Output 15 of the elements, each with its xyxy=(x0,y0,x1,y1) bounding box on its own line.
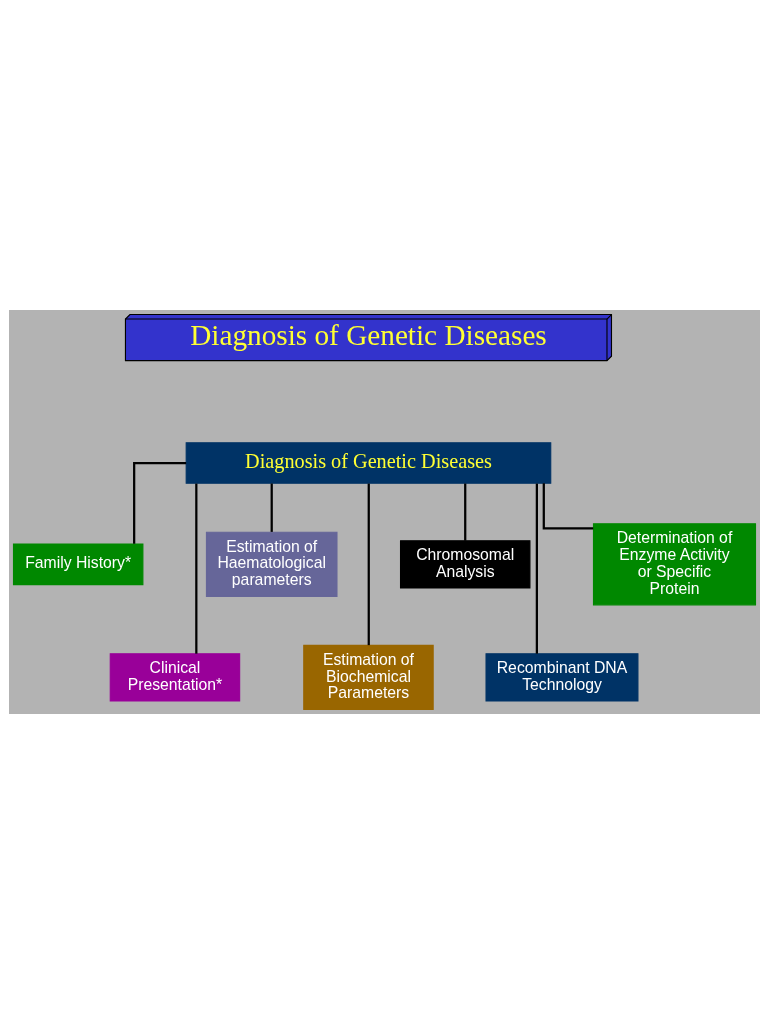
connector xyxy=(463,483,466,541)
connector xyxy=(132,461,186,544)
connector xyxy=(367,483,370,646)
connector xyxy=(270,483,273,532)
node-box: Clinical Presentation* xyxy=(109,653,240,702)
node-box: Diagnosis of Genetic Diseases xyxy=(185,442,551,484)
node-box: Recombinant DNA Technology xyxy=(484,653,638,702)
connector xyxy=(194,483,197,654)
node-box: Determination of Enzyme Activity or Specific Protein xyxy=(592,523,756,606)
connector xyxy=(542,483,593,530)
node-box: Estimation of Biochemical Parameters xyxy=(302,644,434,710)
node-box: Family History* xyxy=(12,543,143,586)
connector xyxy=(535,483,538,654)
node-box: Chromosomal Analysis xyxy=(399,540,530,589)
node-box: Estimation of Haematological parameters xyxy=(205,531,338,597)
